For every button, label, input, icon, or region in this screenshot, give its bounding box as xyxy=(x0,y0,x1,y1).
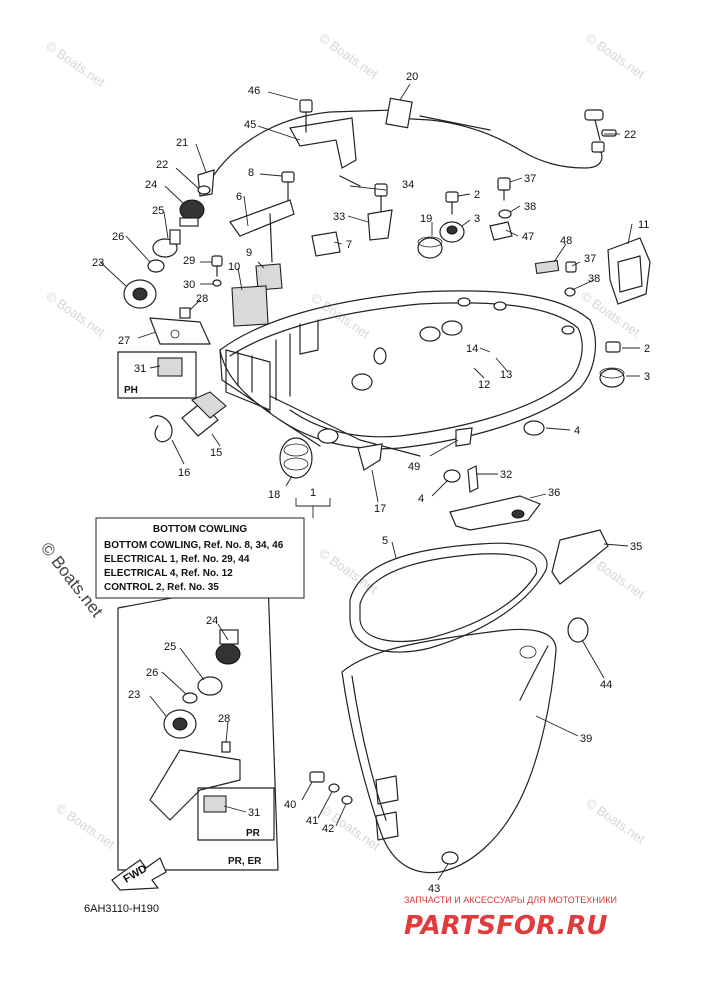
callout-number: 10 xyxy=(228,261,240,273)
inset-ph xyxy=(117,351,197,399)
info-box-line: ELECTRICAL 1, Ref. No. 29, 44 xyxy=(104,554,250,565)
callout-number: 24 xyxy=(206,615,218,627)
upper-right-parts xyxy=(417,177,651,436)
info-box-title: BOTTOM COWLING xyxy=(153,524,247,535)
callout-number: 28 xyxy=(218,713,230,725)
callout-number: 29 xyxy=(183,255,195,267)
callout-number: 2 xyxy=(474,189,480,201)
leader-lines xyxy=(99,83,640,881)
callout-number: 1 xyxy=(310,487,316,499)
callout-number: 46 xyxy=(248,85,260,97)
left-parts xyxy=(123,169,313,479)
callout-number: 30 xyxy=(183,279,195,291)
callout-number: 16 xyxy=(178,467,190,479)
callout-number: 19 xyxy=(420,213,432,225)
upper-center-parts xyxy=(229,99,393,327)
callout-number: 6 xyxy=(236,191,242,203)
seal-ring xyxy=(349,542,548,653)
info-box-line: BOTTOM COWLING, Ref. No. 8, 34, 46 xyxy=(104,540,284,551)
callout-number: 38 xyxy=(588,273,600,285)
fwd-arrow: FWD xyxy=(111,857,167,891)
callout-number: 28 xyxy=(196,293,208,305)
callout-number: 15 xyxy=(210,447,222,459)
callout-number: 33 xyxy=(333,211,345,223)
callout-number: 43 xyxy=(428,883,440,895)
watermark: © Boats.net xyxy=(53,800,118,852)
lower-cowling xyxy=(309,617,589,874)
callout-number: 23 xyxy=(92,257,104,269)
watermark: © Boats.net xyxy=(43,38,108,90)
callout-number: 31 xyxy=(134,363,146,375)
callout-number: 23 xyxy=(128,689,140,701)
callout-number: 25 xyxy=(164,641,176,653)
shop-subtitle: ЗАПЧАСТИ И АКСЕССУАРЫ ДЛЯ МОТОТЕХНИКИ xyxy=(404,895,617,905)
variant-label-pr: PR xyxy=(246,828,261,839)
callout-number: 35 xyxy=(630,541,642,553)
lower-brackets xyxy=(449,495,609,585)
callout-number: 12 xyxy=(478,379,490,391)
callout-number: 40 xyxy=(284,799,296,811)
callout-number: 34 xyxy=(402,179,414,191)
callout-number: 22 xyxy=(156,159,168,171)
cable-assembly xyxy=(204,97,617,191)
diagram-code: 6AH3110-H190 xyxy=(84,903,159,915)
callout-number: 32 xyxy=(500,469,512,481)
watermark: © Boats.net xyxy=(43,288,108,340)
info-box-line: ELECTRICAL 4, Ref. No. 12 xyxy=(104,568,233,579)
callout-number: 24 xyxy=(145,179,157,191)
callout-number: 3 xyxy=(644,371,650,383)
variant-label-pr-er: PR, ER xyxy=(228,856,262,867)
callout-number: 22 xyxy=(624,129,636,141)
callout-number: 18 xyxy=(268,489,280,501)
callout-number: 27 xyxy=(118,335,130,347)
callout-number: 17 xyxy=(374,503,386,515)
callout-number: 37 xyxy=(584,253,596,265)
info-box-line: CONTROL 2, Ref. No. 35 xyxy=(104,582,219,593)
callout-number: 20 xyxy=(406,71,418,83)
info-box: BOTTOM COWLING BOTTOM COWLING, Ref. No. … xyxy=(95,498,331,599)
callout-number: 41 xyxy=(306,815,318,827)
callout-number: 4 xyxy=(574,425,580,437)
callout-number: 47 xyxy=(522,231,534,243)
callout-number: 7 xyxy=(346,239,352,251)
callout-number: 37 xyxy=(524,173,536,185)
watermark: © Boats.net xyxy=(316,30,381,82)
callout-number: 13 xyxy=(500,369,512,381)
callout-number: 4 xyxy=(418,493,424,505)
callout-numbers: 46 20 45 22 21 22 8 24 34 2 37 6 38 25 3… xyxy=(92,71,650,895)
shop-branding: ЗАПЧАСТИ И АКСЕССУАРЫ ДЛЯ МОТОТЕХНИКИ PA… xyxy=(404,895,617,941)
callout-number: 11 xyxy=(638,219,649,231)
callout-number: 14 xyxy=(466,343,478,355)
callout-number: 31 xyxy=(248,807,260,819)
shop-logo: PARTSFOR.RU xyxy=(404,911,607,941)
callout-number: 42 xyxy=(322,823,334,835)
variant-label-ph: PH xyxy=(124,385,138,396)
callout-number: 21 xyxy=(176,137,188,149)
watermark: © Boats.net xyxy=(583,795,648,847)
callout-number: 38 xyxy=(524,201,536,213)
bottom-cowling-tray xyxy=(219,290,597,493)
callout-number: 2 xyxy=(644,343,650,355)
callout-number: 25 xyxy=(152,205,164,217)
inset-pr-er xyxy=(117,579,279,871)
callout-number: 39 xyxy=(580,733,592,745)
callout-number: 8 xyxy=(248,167,254,179)
callout-number: 26 xyxy=(112,231,124,243)
callout-number: 26 xyxy=(146,667,158,679)
watermark: © Boats.net xyxy=(583,30,648,82)
callout-number: 45 xyxy=(244,119,256,131)
callout-number: 49 xyxy=(408,461,420,473)
callout-number: 36 xyxy=(548,487,560,499)
callout-number: 3 xyxy=(474,213,480,225)
callout-number: 9 xyxy=(246,247,252,259)
callout-number: 44 xyxy=(600,679,612,691)
callout-number: 48 xyxy=(560,235,572,247)
callout-number: 5 xyxy=(382,535,388,547)
